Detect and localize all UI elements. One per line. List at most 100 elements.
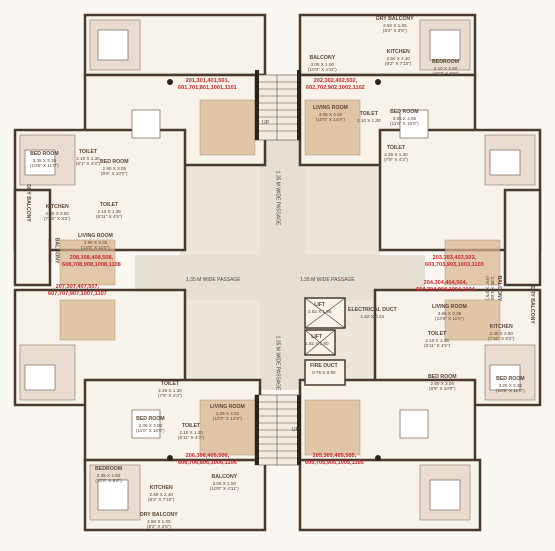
room-label-bedroom-tr: BEDROOM 3.10 X 2.90 (10'2" X 9'6") (432, 59, 460, 77)
room-name: TOILET (99, 202, 119, 208)
room-dim: 2.36 X 1.30 (384, 151, 408, 157)
room-label-balcony-bl: BALCONY 3.05 X 1.50 (10'0" X 4'11") (210, 474, 239, 492)
room-name: LIVING ROOM (210, 404, 245, 410)
unit-line-1: 206,306,406,506, (185, 453, 230, 459)
room-label-kitchen-bl: KITCHEN 2.59 X 2.40 (8'2" X 7'10") (148, 485, 175, 503)
room-label-toilet2-bl: TOILET 2.10 X 1.30 (6'11" X 4'3") (178, 423, 204, 441)
room-name: DRY BALCONY (140, 512, 178, 518)
room-dim: 3.35 X 3.35 (32, 157, 57, 163)
unit-line-1: 202,302,402,502, (313, 78, 358, 84)
duct-dim: 1.92 X 0.23 (360, 313, 385, 319)
unit-numbers-mid-right-upper: 203,303,403,503, 603,703,903,1003,1103 (425, 255, 484, 268)
central-passages (135, 140, 425, 390)
room-label-dry-balcony-bl: DRY BALCONY 2.50 X 1.05 (8'2" X 3'5") (140, 512, 178, 530)
passage-label-right: 1.35 M WIDE PASSAGE (300, 277, 355, 283)
room-dim: 2.10 X 1.30 (76, 155, 100, 161)
block-top-left (13, 13, 267, 287)
room-dim-imperial: (6'11" X 4'5") (96, 214, 123, 220)
room-name: BEDROOM (432, 59, 460, 65)
room-label-dry-balcony-r: DRY BALCONY (528, 286, 535, 324)
room-label-bed2-r: BED ROOM 3.25 X 3.35 (10'8" X 11'0") (496, 376, 525, 394)
room-label-bed-tl: BED ROOM 3.35 X 3.35 (10'8" X 11'0") (30, 151, 59, 169)
room-dim: 3.05 X 1.50 (212, 480, 237, 486)
room-dim: 3.35 X 3.05 (138, 422, 163, 428)
unit-line-2: 607,707,907,1007,1107 (48, 290, 107, 297)
room-dim: 2.90 X 3.05 (430, 380, 455, 386)
unit-line-2: 602,702,902,1002,1102 (306, 84, 365, 91)
room-label-bed-bl: BED ROOM 3.35 X 3.05 (11'0" X 10'0") (136, 416, 165, 434)
unit-line-1: 201,301,401,501, (185, 78, 230, 84)
room-name: BED ROOM (136, 416, 165, 422)
unit-line-1: 207,307,407,507, (55, 284, 100, 290)
room-dim: 3.25 X 3.35 (498, 382, 523, 388)
room-name: DRY BALCONY (376, 16, 414, 22)
room-name: DRY BALCONY (528, 286, 535, 324)
room-dim-imperial: (9'6" X 10'0") (101, 171, 128, 177)
room-label-bed2-tl: BED ROOM 2.90 X 3.05 (9'6" X 10'0") (100, 159, 129, 177)
room-dim-imperial: (10'0" X 9'6") (95, 478, 122, 484)
room-name: TOILET (359, 111, 378, 117)
room-label-bedroom-bl: BEDROOM 3.35 X 2.90 (10'0" X 9'6") (95, 466, 122, 484)
room-name: KITCHEN (149, 485, 173, 491)
room-name: BALCONY (309, 55, 336, 61)
unit-line-2: 603,703,903,1003,1103 (425, 261, 484, 268)
lift-label-2: LIFT 1.82 X 1.90 (305, 334, 329, 346)
room-label-dry-balcony-tr: DRY BALCONY 2.50 X 1.05 (8'2" X 3'5") (376, 16, 414, 34)
room-label-balcony-tr: BALCONY 3.05 X 1.50 (10'0" X 4'11") (308, 55, 337, 73)
unit-numbers-bottom-right: 205,305,405,505, 605,705,905,1005,1105 (305, 453, 364, 466)
unit-numbers-mid-right-lower: 204,304,404,504, 604,704,904,1004,1104 (416, 280, 475, 293)
fire-duct-label: FIRE DUCT 0.75 X 0.90 (310, 363, 338, 375)
room-dim-imperial: (6'11" X 4'5") (424, 343, 451, 349)
unit-line-1: 203,303,403,503, (432, 255, 477, 261)
room-dim-imperial: (8'2" X 3'5") (382, 28, 407, 34)
room-name: LIVING ROOM (313, 105, 348, 111)
room-label-bed-r: BED ROOM 2.90 X 3.05 (9'6" X 10'0") (428, 374, 457, 392)
room-dim-imperial: (8'2" X 7'10") (148, 497, 175, 503)
room-name: TOILET (427, 331, 447, 337)
room-dim-imperial: (11'0" X 10'0") (136, 428, 165, 434)
unit-numbers-bottom-left: 206,306,406,506, 606,706,806,1006,1106 (178, 453, 237, 466)
room-dim: 2.50 X 1.05 (383, 22, 407, 28)
lift-name: LIFT (311, 334, 323, 340)
room-name: DRY BALCONY (24, 184, 31, 222)
stair-up-label-top: UP (262, 120, 269, 126)
staircase-top (254, 74, 301, 141)
fire-duct-name: FIRE DUCT (310, 363, 338, 369)
wall-accents (167, 70, 381, 465)
room-dim: 3.95 X 3.35 (83, 239, 108, 245)
room-dim: 2.59 X 2.40 (149, 491, 173, 497)
passage-label-top: 1.35 M WIDE PASSAGE (274, 170, 281, 226)
stair-up-label-bottom: UP (292, 427, 299, 433)
unit-line-1: 204,304,404,504, (423, 280, 468, 286)
room-label-kitchen-tr: KITCHEN 2.50 X 2.40 (8'2" X 7'10") (385, 49, 411, 67)
room-dim: 2.40 X 2.50 (489, 330, 513, 336)
room-name: BED ROOM (100, 159, 129, 165)
room-name: TOILET (386, 145, 406, 151)
room-dim-imperial: (10'8" X 11'0") (30, 163, 59, 169)
electrical-duct-label: ELECTRICAL DUCT 1.92 X 0.23 (348, 307, 397, 319)
unit-numbers-top-left: 201,301,401,501, 601,701,801,1001,1101 (178, 78, 237, 91)
fire-duct-dim: 0.75 X 0.90 (312, 369, 336, 375)
unit-numbers-mid-left-lower: 207,307,407,507, 607,707,907,1007,1107 (48, 284, 107, 297)
room-dim: 2.50 X 2.40 (386, 55, 410, 61)
unit-line-1: 208,308,408,508, (69, 255, 114, 261)
lift-dim: 1.82 X 1.90 (305, 340, 329, 346)
passage-label-left: 1.35 M WIDE PASSAGE (186, 277, 241, 283)
room-name: LIVING ROOM (432, 304, 467, 310)
room-label-toilet-tl-small: TOILET 2.10 X 1.30 (6'1" X 4'3") (76, 149, 100, 167)
unit-line-2: 605,705,905,1005,1105 (305, 459, 364, 466)
room-dim-imperial: (7'10" X 8'2") (44, 216, 71, 222)
room-dim: 3.35 X 2.90 (96, 472, 121, 478)
room-name: BALCONY (53, 237, 60, 264)
room-dim: 2.90 X 1.05 (47, 238, 53, 263)
lift-core (304, 297, 346, 386)
room-name: BED ROOM (428, 374, 457, 380)
room-dim-imperial: (13'0" X 11'0") (81, 245, 110, 251)
room-dim: 3.05 X 1.50 (310, 61, 335, 67)
room-label-toilet-tl: TOILET 2.10 X 1.35 (6'11" X 4'5") (96, 202, 123, 220)
passage-label-bottom: 1.35 M WIDE PASSAGE (274, 335, 281, 391)
room-label-kitchen-r: KITCHEN 2.40 X 2.50 (7'10" X 8'2") (488, 324, 514, 342)
room-label-dry-balcony-tl: DRY BALCONY (24, 184, 31, 222)
room-label-living-tr: LIVING ROOM 3.05 X 4.50 (10'0" X 14'9") (313, 105, 348, 123)
